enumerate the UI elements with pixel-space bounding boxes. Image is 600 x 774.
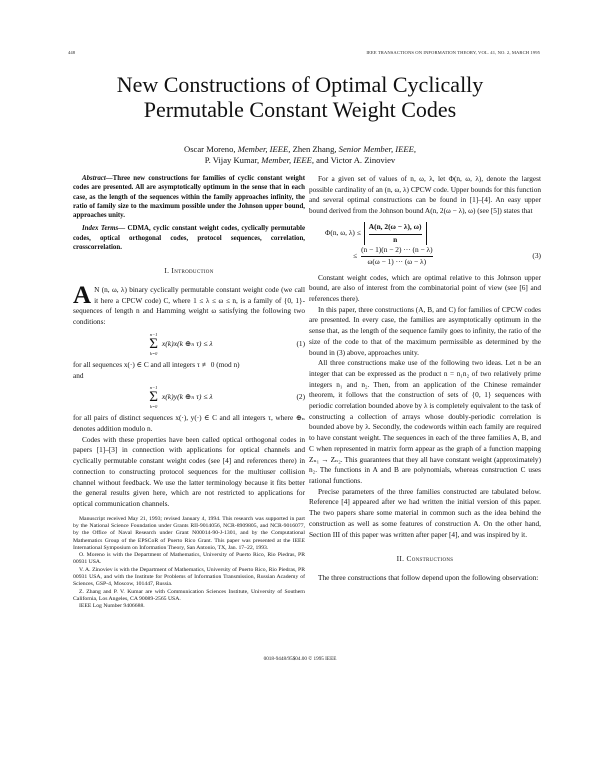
author-2-role: Senior Member, IEEE, [338,144,416,154]
author-1-role: Member, IEEE, [237,144,291,154]
footnote-manuscript: Manuscript received May 21, 1993; revise… [73,515,305,551]
page-number: 448 [68,50,76,55]
author-4: and Victor A. Zinoviev [314,155,396,165]
title-line-2: Permutable Constant Weight Codes [143,97,457,122]
footnote-zhang-kumar: Z. Zhang and P. V. Kumar are with Commun… [73,588,305,602]
author-1: Oscar Moreno, [184,144,238,154]
footnote-zinoviev: V. A. Zinoviev is with the Department of… [73,566,305,588]
abstract: Abstract—Three new constructions for fam… [73,174,305,252]
footnote-log-number: IEEE Log Number 9406688. [79,603,145,610]
author-2: Zhen Zhang, [290,144,339,154]
right-column: For a given set of values of n, ω, λ, le… [309,174,541,584]
intro-paragraph-3: for all pairs of distinct sequences x(·)… [73,413,305,433]
author-3-role: Member, IEEE, [261,155,315,165]
intro-and: and [73,370,84,380]
body-paragraph-3: In this paper, three constructions (A, B… [309,304,541,357]
copyright-line: 0018-9448/95$04.00 © 1995 IEEE [263,656,337,662]
paper-title: New Constructions of Optimal Cyclically … [0,72,600,122]
equation-3: Φ(n, ω, λ) ≤ A(n, 2(ω − λ), ω) n ≤ (n − … [325,221,541,266]
index-terms-label: Index Terms— [82,225,126,233]
index-terms-text: CDMA, cyclic constant weight codes, cycl… [73,225,305,252]
left-column: Abstract—Three new constructions for fam… [73,174,305,610]
equation-2: n−1 Σ k=0 x(k)y(k ⊕ₙ τ) ≤ λ (2) [149,385,305,410]
footnote-moreno: O. Moreno is with the Department of Math… [73,552,305,566]
body-paragraph-5: Precise parameters of the three families… [309,486,541,539]
section-heading-constructions: II. Constructions [396,554,454,564]
intro-paragraph-4: Codes with these properties have been ca… [73,434,305,508]
intro-paragraph-2: for all sequences x(·) ∈ C and all integ… [73,359,240,369]
author-3: P. Vijay Kumar, [204,155,262,165]
author-list: Oscar Moreno, Member, IEEE, Zhen Zhang, … [0,144,600,166]
equation-number: (3) [532,251,541,261]
footnotes: Manuscript received May 21, 1993; revise… [73,516,305,611]
floor-fraction: A(n, 2(ω − λ), ω) n [363,221,427,246]
drop-cap: A [73,282,92,310]
running-header: IEEE TRANSACTIONS ON INFORMATION THEORY,… [366,50,540,55]
title-line-1: New Constructions of Optimal Cyclically [116,72,484,97]
body-paragraph-1: For a given set of values of n, ω, λ, le… [309,174,541,216]
equation-number: (1) [296,338,305,348]
body-paragraph-2: Constant weight codes, which are optimal… [309,272,541,304]
summation-symbol: n−1 Σ k=0 [149,385,158,410]
abstract-text: Three new constructions for families of … [73,175,305,220]
section-heading-introduction: I. Introduction [164,266,214,276]
equation-number: (2) [296,391,305,401]
equation-1: n−1 Σ k=0 x(k)x(k ⊕ₙ τ) ≤ λ (1) [149,331,305,356]
product-fraction: (n − 1)(n − 2) ··· (n − λ) ω(ω − 1) ··· … [361,245,433,266]
summation-symbol: n−1 Σ k=0 [149,331,158,356]
abstract-label: Abstract— [82,175,113,182]
body-paragraph-4: All three constructions make use of the … [309,358,541,485]
body-paragraph-6: The three constructions that follow depe… [318,572,539,582]
